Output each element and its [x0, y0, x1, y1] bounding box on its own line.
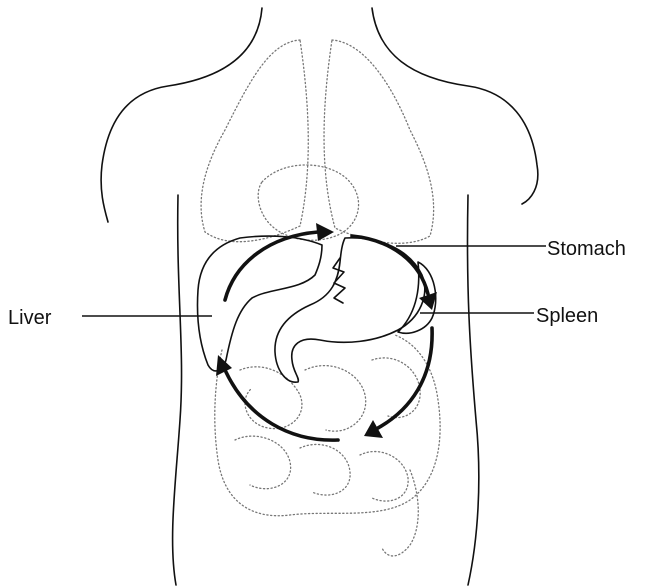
torso-outline: [101, 8, 538, 585]
lungs: [201, 40, 434, 243]
stomach-label: Stomach: [547, 239, 626, 259]
stomach: [275, 238, 425, 382]
spleen-label: Spleen: [536, 306, 598, 326]
intestines: [215, 335, 440, 556]
liver-label: Liver: [8, 308, 51, 328]
liver: [197, 236, 322, 371]
heart: [258, 165, 358, 240]
circulation-arrows: [216, 223, 437, 440]
